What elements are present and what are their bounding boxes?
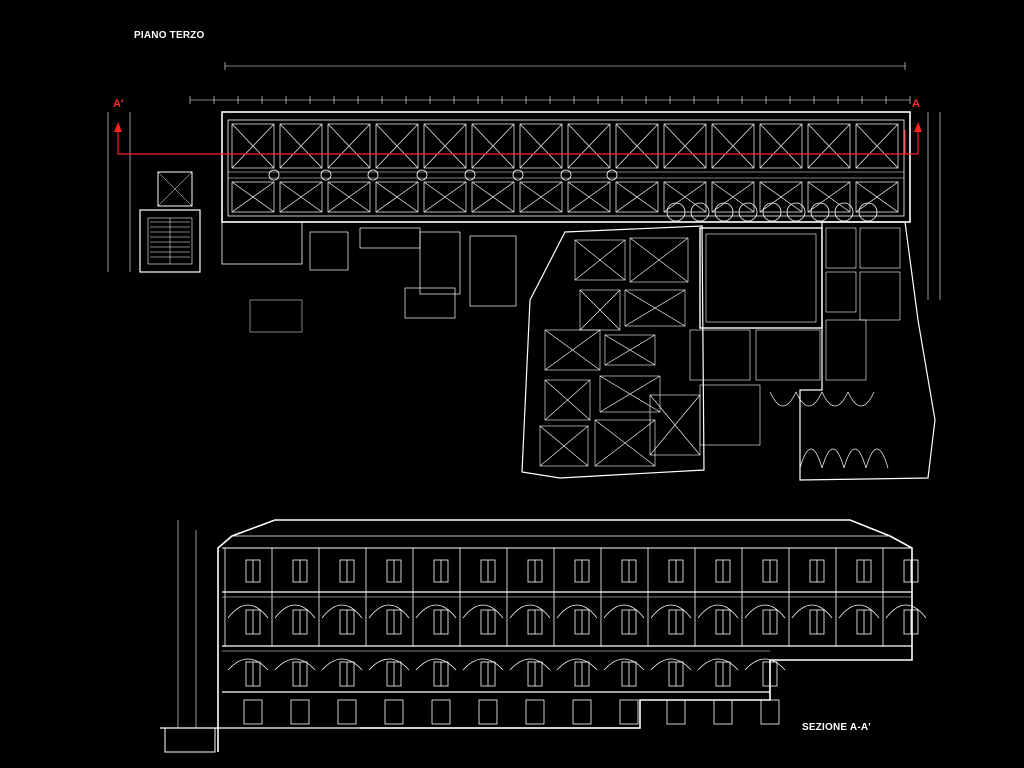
section-elevation: [160, 519, 927, 753]
floor-plan: [107, 62, 941, 481]
plan-title: PIANO TERZO: [134, 30, 205, 41]
stair-block: [139, 209, 201, 273]
section-outline: [217, 519, 913, 752]
section-title: SEZIONE A-A': [802, 722, 871, 733]
main-wing-outline: [221, 111, 911, 223]
section-marker-left: A': [113, 98, 124, 110]
section-marker-right: A: [912, 98, 920, 110]
elevator-shaft: [157, 171, 193, 207]
section-cut-line: [114, 122, 922, 155]
courtyard: [699, 227, 823, 329]
angled-wing-outline: [521, 225, 705, 479]
right-wing-outline: [799, 221, 936, 481]
